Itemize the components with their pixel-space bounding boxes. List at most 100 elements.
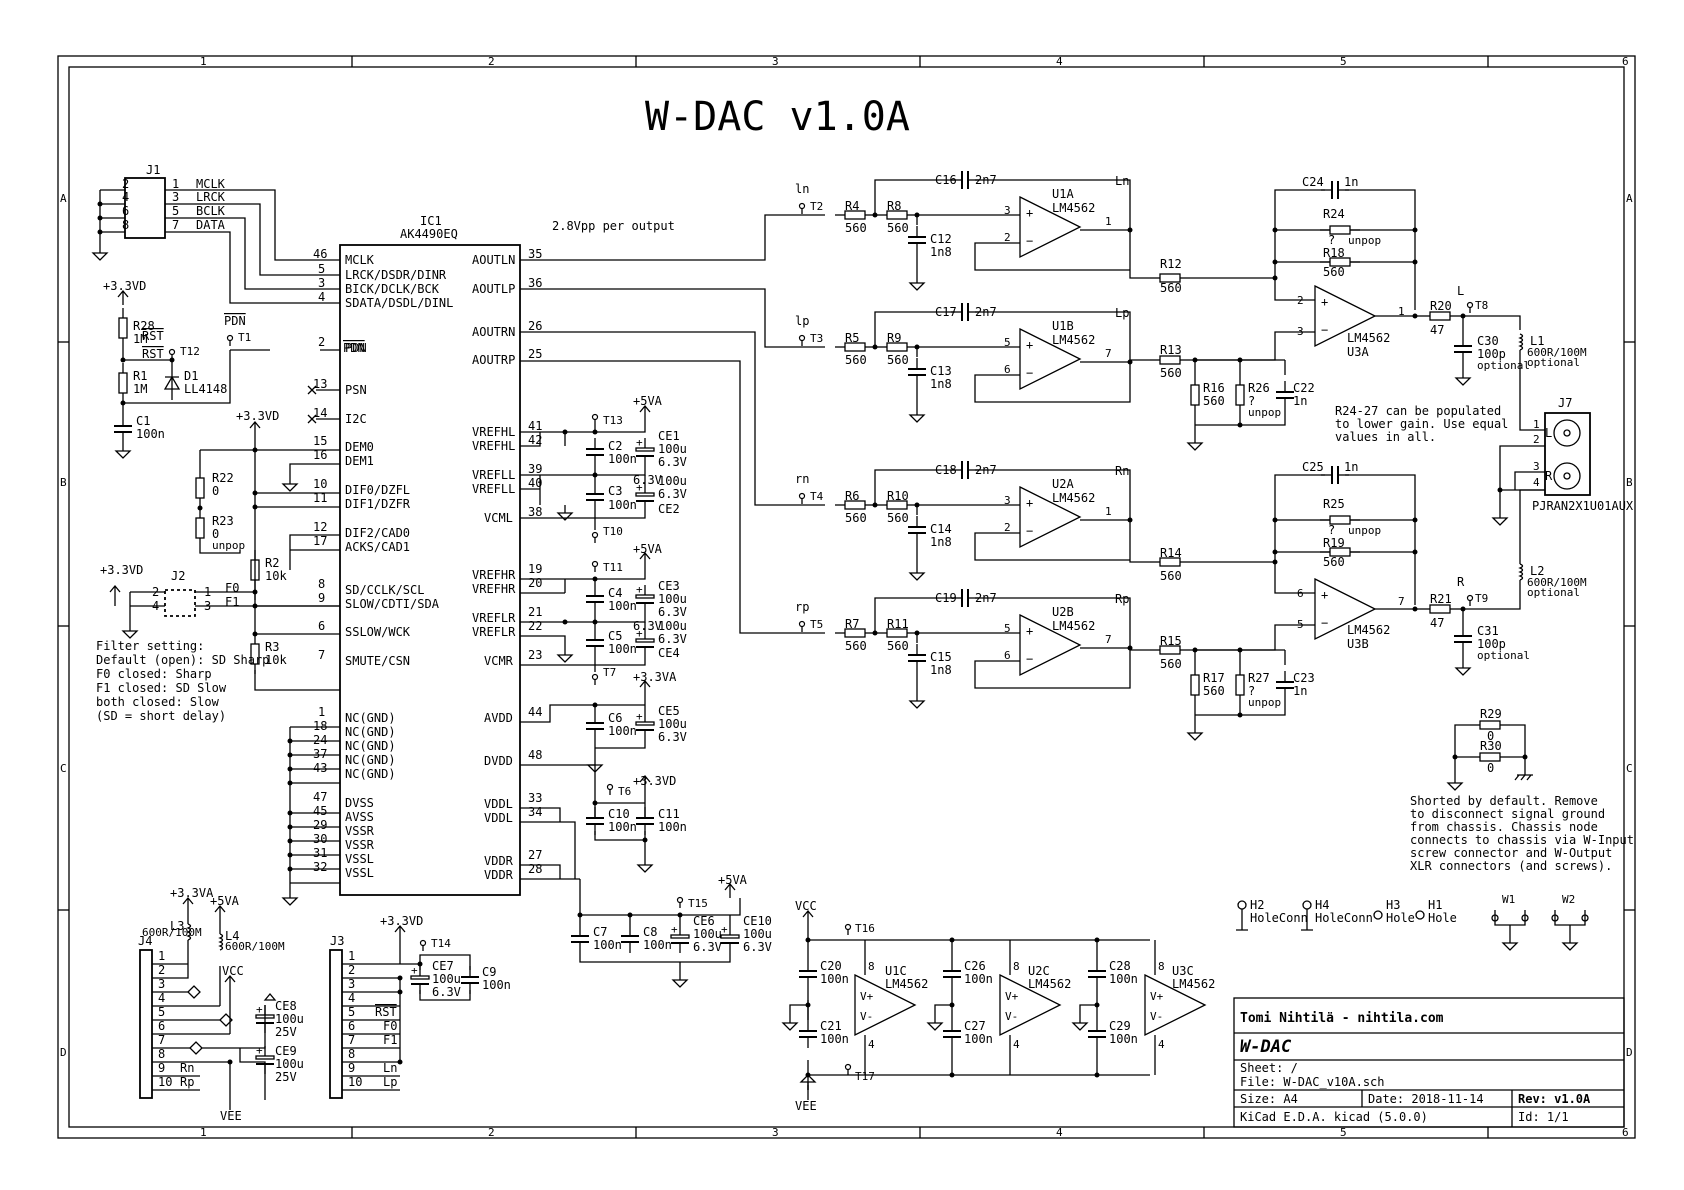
svg-text:C18: C18 xyxy=(935,463,957,477)
svg-text:100n: 100n xyxy=(608,820,637,834)
svg-text:LM4562: LM4562 xyxy=(1052,201,1095,215)
svg-text:+3.3VD: +3.3VD xyxy=(103,279,146,293)
svg-text:R25: R25 xyxy=(1323,497,1345,511)
svg-text:35: 35 xyxy=(528,247,542,261)
svg-text:SLOW/CDTI/SDA: SLOW/CDTI/SDA xyxy=(345,597,440,611)
svg-text:2: 2 xyxy=(488,1126,495,1139)
svg-text:CE10: CE10 xyxy=(743,914,772,928)
svg-text:R30: R30 xyxy=(1480,739,1502,753)
svg-text:+3.3VD: +3.3VD xyxy=(633,774,676,788)
gnd-bus xyxy=(282,726,340,906)
svg-text:DATA: DATA xyxy=(196,218,226,232)
svg-text:T11: T11 xyxy=(603,561,623,574)
svg-text:25V: 25V xyxy=(275,1070,297,1084)
svg-text:6: 6 xyxy=(318,619,325,633)
svg-text:VCC: VCC xyxy=(795,899,817,913)
svg-text:Rn: Rn xyxy=(180,1061,194,1075)
svg-text:6: 6 xyxy=(348,1019,355,1033)
svg-text:NC(GND): NC(GND) xyxy=(345,739,396,753)
svg-text:R23: R23 xyxy=(212,514,234,528)
svg-text:4: 4 xyxy=(158,991,165,1005)
svg-text:47: 47 xyxy=(313,790,327,804)
svg-text:T14: T14 xyxy=(431,937,451,950)
svg-text:+5VA: +5VA xyxy=(633,542,663,556)
svg-text:C28: C28 xyxy=(1109,959,1131,973)
svg-text:RST: RST xyxy=(142,329,164,343)
svg-text:C13: C13 xyxy=(930,364,952,378)
svg-text:VDDL: VDDL xyxy=(484,797,513,811)
svg-text:C12: C12 xyxy=(930,232,952,246)
svg-text:39: 39 xyxy=(528,462,542,476)
svg-text:from chassis. Chassis node: from chassis. Chassis node xyxy=(1410,820,1598,834)
svg-text:T13: T13 xyxy=(603,414,623,427)
svg-text:W1: W1 xyxy=(1502,893,1515,906)
svg-text:NC(GND): NC(GND) xyxy=(345,767,396,781)
svg-text:36: 36 xyxy=(528,276,542,290)
svg-text:V+: V+ xyxy=(1005,990,1019,1003)
svg-text:2: 2 xyxy=(318,335,325,349)
svg-text:T7: T7 xyxy=(603,666,616,679)
svg-text:CE8: CE8 xyxy=(275,999,297,1013)
svg-text:VEE: VEE xyxy=(220,1109,242,1123)
svg-text:T9: T9 xyxy=(1475,592,1488,605)
svg-text:45: 45 xyxy=(313,804,327,818)
svg-text:T16: T16 xyxy=(855,922,875,935)
svg-text:100p: 100p xyxy=(1477,637,1506,651)
svg-text:C27: C27 xyxy=(964,1019,986,1033)
svg-text:C20: C20 xyxy=(820,959,842,973)
svg-text:U2C: U2C xyxy=(1028,964,1050,978)
svg-text:T10: T10 xyxy=(603,525,623,538)
svg-text:6.3V: 6.3V xyxy=(633,473,662,487)
svg-text:100n: 100n xyxy=(608,724,637,738)
svg-text:43: 43 xyxy=(313,761,327,775)
svg-text:100u: 100u xyxy=(693,927,722,941)
svg-text:3: 3 xyxy=(1004,204,1011,217)
svg-text:7: 7 xyxy=(158,1033,165,1047)
title-block: Tomi Nihtilä - nihtila.com W-DAC Sheet: … xyxy=(1233,997,1625,1128)
svg-text:DEM1: DEM1 xyxy=(345,454,374,468)
svg-text:I2C: I2C xyxy=(345,412,367,426)
svg-text:LRCK: LRCK xyxy=(196,190,226,204)
svg-text:CE7: CE7 xyxy=(432,959,454,973)
svg-text:PJRAN2X1U01AUX: PJRAN2X1U01AUX xyxy=(1532,499,1634,513)
svg-text:47: 47 xyxy=(1430,323,1444,337)
svg-text:7: 7 xyxy=(172,218,179,232)
svg-text:R11: R11 xyxy=(887,617,909,631)
svg-text:6: 6 xyxy=(1004,649,1011,662)
svg-text:100p: 100p xyxy=(1477,347,1506,361)
svg-text:unpop: unpop xyxy=(1248,696,1281,709)
svg-text:600R/100M: 600R/100M xyxy=(1527,576,1587,589)
svg-text:5: 5 xyxy=(1340,1126,1347,1139)
svg-text:24: 24 xyxy=(313,733,327,747)
svg-text:CE6: CE6 xyxy=(693,914,715,928)
svg-text:U2B: U2B xyxy=(1052,605,1074,619)
svg-text:1n: 1n xyxy=(1293,684,1307,698)
svg-text:unpop: unpop xyxy=(1348,524,1381,537)
svg-text:+5VA: +5VA xyxy=(718,873,748,887)
svg-text:values in all.: values in all. xyxy=(1335,430,1436,444)
svg-text:lp: lp xyxy=(795,314,809,328)
svg-text:C9: C9 xyxy=(482,965,496,979)
svg-text:6: 6 xyxy=(1622,55,1629,68)
svg-text:8: 8 xyxy=(158,1047,165,1061)
svg-text:VREFHL: VREFHL xyxy=(472,439,515,453)
svg-text:3: 3 xyxy=(318,276,325,290)
svg-text:DVDD: DVDD xyxy=(484,754,513,768)
svg-text:Filter setting:: Filter setting: xyxy=(96,639,204,653)
svg-text:560: 560 xyxy=(1203,684,1225,698)
svg-text:560: 560 xyxy=(1323,265,1345,279)
svg-text:C23: C23 xyxy=(1293,671,1315,685)
svg-text:VEE: VEE xyxy=(795,1099,817,1113)
svg-text:?: ? xyxy=(1248,394,1255,408)
svg-text:VDDR: VDDR xyxy=(484,854,514,868)
frame-col-ticks-top xyxy=(58,56,1635,1138)
svg-text:6.3V: 6.3V xyxy=(658,632,687,646)
svg-text:560: 560 xyxy=(887,639,909,653)
svg-text:560: 560 xyxy=(1160,281,1182,295)
svg-text:6.3V: 6.3V xyxy=(432,985,461,999)
svg-text:C14: C14 xyxy=(930,522,952,536)
